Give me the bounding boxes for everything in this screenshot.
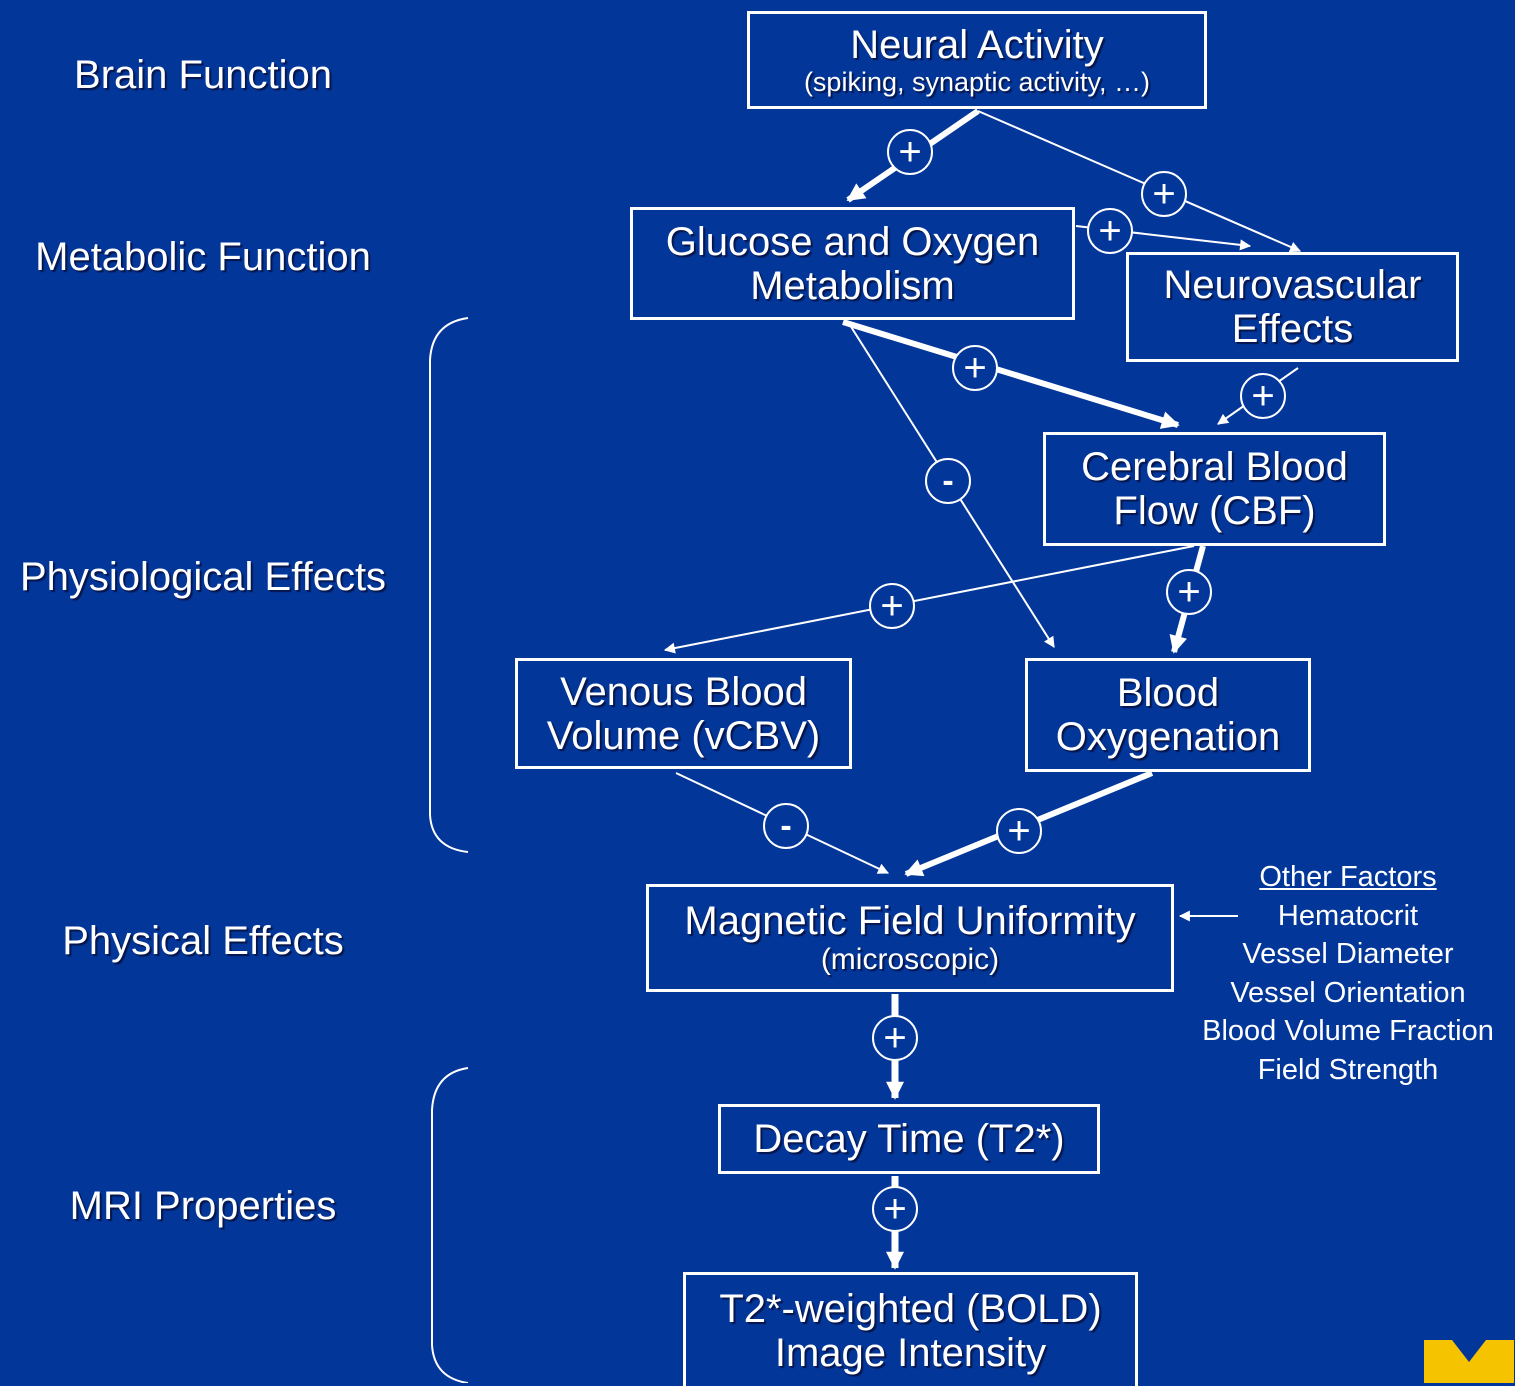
magnetic-title: Magnetic Field Uniformity (684, 899, 1136, 943)
box-glucose-oxygen-metabolism: Glucose and Oxygen Metabolism (630, 207, 1075, 320)
plus-sign: + (887, 129, 933, 175)
level-brain-function: Brain Function (74, 53, 332, 97)
plus-sign: + (996, 808, 1042, 854)
box-venous-blood-volume: Venous Blood Volume (vCBV) (515, 658, 852, 769)
magnetic-subtitle: (microscopic) (820, 943, 1000, 976)
plus-sign: + (872, 1186, 918, 1232)
box-decay-time: Decay Time (T2*) (718, 1104, 1100, 1174)
box-blood-oxygenation: Blood Oxygenation (1025, 658, 1311, 772)
neurovascular-line-1: Neurovascular (1163, 263, 1422, 307)
glucose-line-1: Glucose and Oxygen (665, 219, 1040, 264)
venous-line-1: Venous Blood (560, 669, 807, 714)
level-mri-properties: MRI Properties (69, 1184, 337, 1228)
box-neurovascular-effects: Neurovascular Effects (1126, 252, 1459, 362)
arrow-glucose-cbf (842, 319, 1180, 429)
neural-activity-subtitle: (spiking, synaptic activity, …) (803, 67, 1151, 97)
plus-sign: + (952, 345, 998, 391)
other-factors-header: Other Factors (1259, 861, 1437, 893)
minus-sign: - (763, 803, 809, 849)
neurovascular-line-2: Effects (1231, 307, 1354, 351)
level-metabolic-function: Metabolic Function (35, 235, 371, 279)
plus-sign: + (1087, 208, 1133, 254)
bracket-mri (431, 1067, 469, 1383)
arrow-neural-neurovascular (977, 110, 1302, 253)
other-factors-list: Other Factors Hematocrit Vessel Diameter… (1180, 858, 1515, 1089)
other-factor-item: Vessel Diameter (1242, 938, 1454, 970)
plus-sign: + (1166, 569, 1212, 615)
box-neural-activity: Neural Activity (spiking, synaptic activ… (747, 11, 1207, 109)
venous-line-2: Volume (vCBV) (546, 713, 821, 758)
minus-sign: - (925, 458, 971, 504)
plus-sign: + (869, 583, 915, 629)
oxygenation-line-1: Blood (1116, 671, 1220, 715)
glucose-line-2: Metabolism (750, 263, 955, 308)
plus-sign: + (1141, 171, 1187, 217)
box-bold-image-intensity: T2*-weighted (BOLD) Image Intensity (683, 1272, 1138, 1386)
neural-activity-title: Neural Activity (850, 23, 1104, 67)
level-physiological-effects: Physiological Effects (19, 555, 387, 599)
oxygenation-line-2: Oxygenation (1055, 715, 1281, 759)
other-factor-item: Blood Volume Fraction (1202, 1015, 1494, 1047)
bold-line-2: Image Intensity (774, 1330, 1047, 1375)
level-physical-effects: Physical Effects (62, 919, 344, 963)
arrow-cbf-venous (663, 545, 1195, 654)
box-magnetic-field-uniformity: Magnetic Field Uniformity (microscopic) (646, 884, 1174, 992)
other-factor-item: Vessel Orientation (1230, 976, 1466, 1009)
plus-sign: + (1240, 373, 1286, 419)
other-factor-item: Hematocrit (1277, 899, 1419, 932)
box-cerebral-blood-flow: Cerebral Blood Flow (CBF) (1043, 432, 1386, 546)
plus-sign: + (872, 1015, 918, 1061)
cbf-line-1: Cerebral Blood (1081, 445, 1348, 489)
block-m-logo-icon (1424, 1340, 1514, 1383)
other-factor-item: Field Strength (1257, 1053, 1439, 1086)
bracket-physiological (429, 317, 469, 853)
decay-title: Decay Time (T2*) (753, 1117, 1065, 1161)
bold-line-1: T2*-weighted (BOLD) (719, 1286, 1102, 1331)
cbf-line-2: Flow (CBF) (1113, 489, 1316, 533)
